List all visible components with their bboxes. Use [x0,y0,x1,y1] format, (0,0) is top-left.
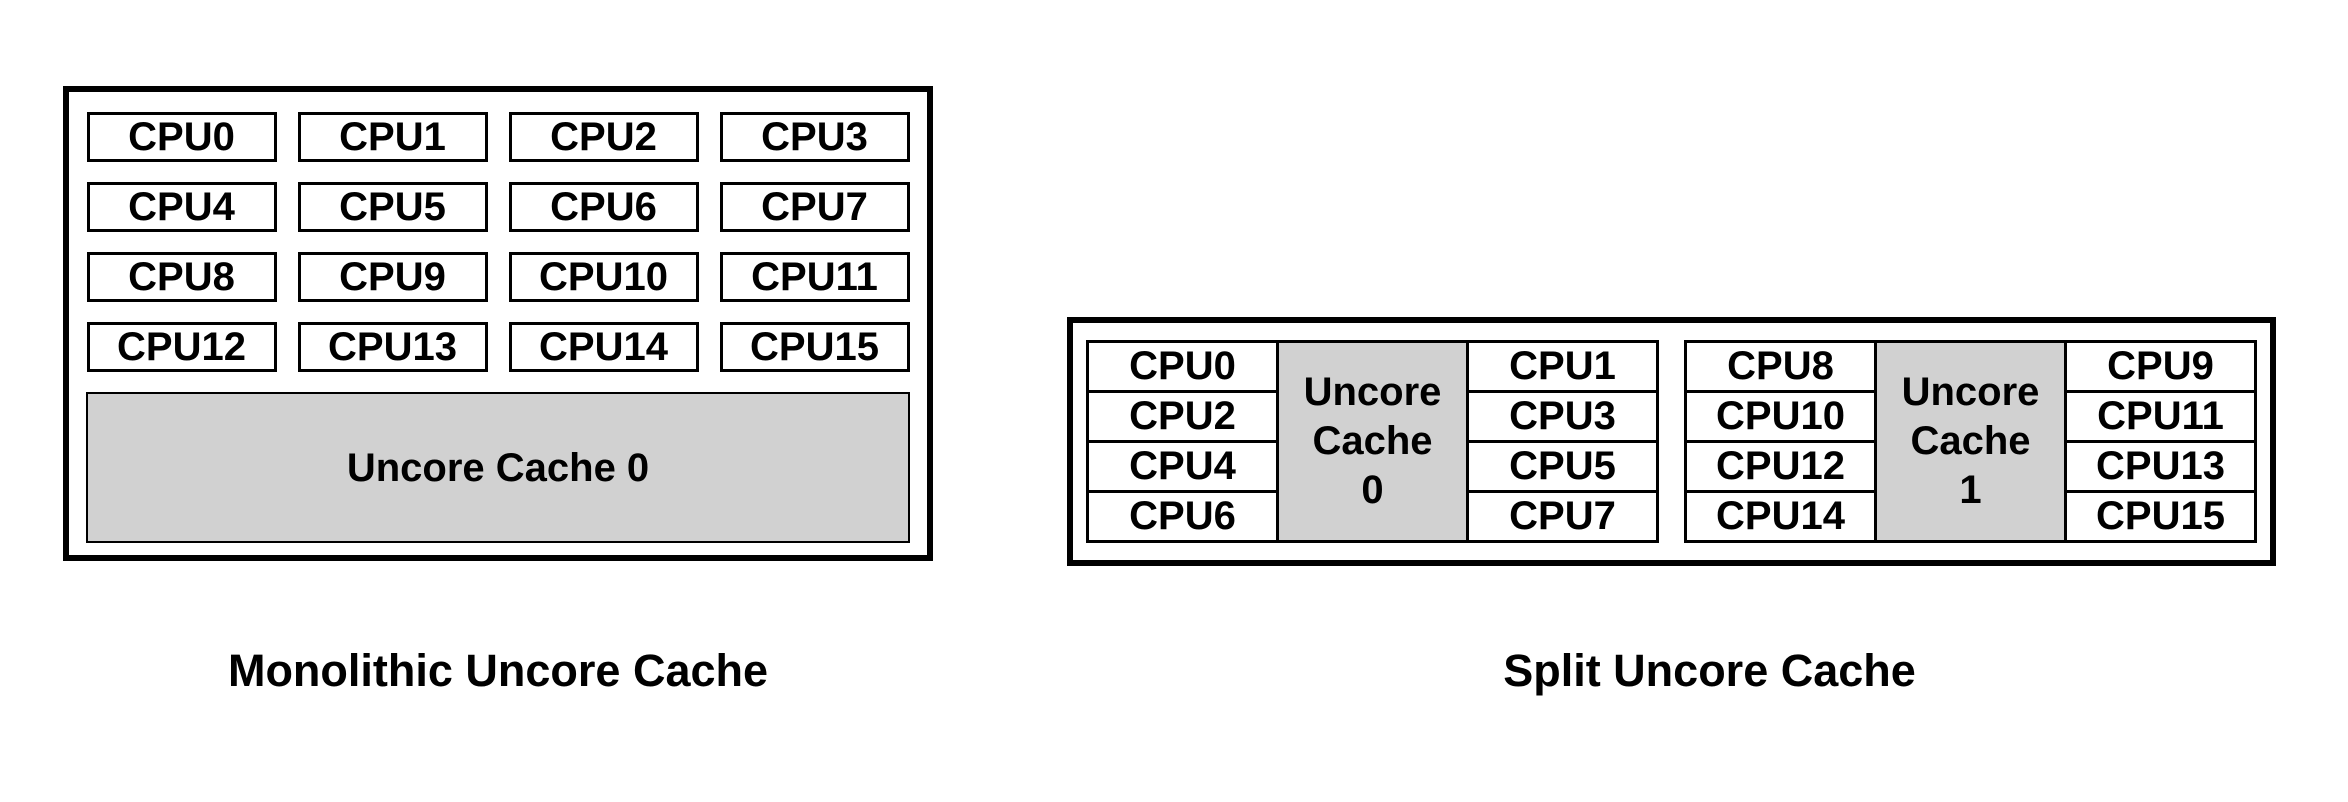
uncore-label-line: 1 [1959,468,1982,512]
monolithic-package-box: CPU0 CPU1 CPU2 CPU3 CPU4 CPU5 CPU6 CPU7 … [63,86,933,561]
cpu-cell: CPU2 [1086,390,1279,443]
cpu-row: CPU0 CPU1 CPU2 CPU3 [86,112,910,162]
monolithic-caption: Monolithic Uncore Cache [227,645,769,696]
cpu-box: CPU9 [297,252,488,302]
uncore-label-line: 0 [1361,468,1384,512]
cpu-cell: CPU13 [2064,440,2257,493]
cpu-box: CPU4 [86,182,277,232]
cpu-box: CPU15 [719,322,910,372]
cpu-cell: CPU5 [1466,440,1659,493]
split-group-1: CPU8 Uncore Cache 1 CPU9 CPU10 CPU11 CPU… [1684,340,2257,543]
cpu-box: CPU12 [86,322,277,372]
uncore-label-line: Cache [1910,419,2031,463]
cpu-box: CPU1 [297,112,488,162]
cpu-cell: CPU3 [1466,390,1659,443]
cpu-box: CPU6 [508,182,699,232]
uncore-label-line: Cache [1312,419,1433,463]
cpu-box: CPU11 [719,252,910,302]
cpu-box: CPU7 [719,182,910,232]
cpu-cell: CPU0 [1086,340,1279,393]
cpu-box: CPU10 [508,252,699,302]
cpu-cell: CPU4 [1086,440,1279,493]
cpu-row: CPU12 CPU13 CPU14 CPU15 [86,322,910,372]
split-package-box: CPU0 Uncore Cache 0 CPU1 CPU2 CPU3 CPU4 … [1067,317,2276,566]
cpu-box: CPU5 [297,182,488,232]
cpu-row: CPU8 CPU9 CPU10 CPU11 [86,252,910,302]
cpu-cell: CPU12 [1684,440,1877,493]
cpu-cell: CPU15 [2064,490,2257,543]
cpu-cell: CPU14 [1684,490,1877,543]
uncore-cache-1-split-box: Uncore Cache 1 [1874,340,2067,543]
cpu-cell: CPU9 [2064,340,2257,393]
cpu-cell: CPU8 [1684,340,1877,393]
cpu-box: CPU14 [508,322,699,372]
cpu-box: CPU0 [86,112,277,162]
cpu-cell: CPU6 [1086,490,1279,543]
cpu-cell: CPU1 [1466,340,1659,393]
cpu-box: CPU2 [508,112,699,162]
cpu-cell: CPU7 [1466,490,1659,543]
split-caption: Split Uncore Cache [1503,645,1916,696]
cpu-cell: CPU11 [2064,390,2257,443]
uncore-cache-0-box: Uncore Cache 0 [86,392,910,543]
cpu-row: CPU4 CPU5 CPU6 CPU7 [86,182,910,232]
uncore-label-line: Uncore [1901,370,2040,414]
uncore-label-line: Uncore [1303,370,1442,414]
cpu-cell: CPU10 [1684,390,1877,443]
cpu-box: CPU8 [86,252,277,302]
uncore-cache-0-split-box: Uncore Cache 0 [1276,340,1469,543]
split-group-0: CPU0 Uncore Cache 0 CPU1 CPU2 CPU3 CPU4 … [1086,340,1659,543]
cpu-box: CPU3 [719,112,910,162]
cpu-box: CPU13 [297,322,488,372]
